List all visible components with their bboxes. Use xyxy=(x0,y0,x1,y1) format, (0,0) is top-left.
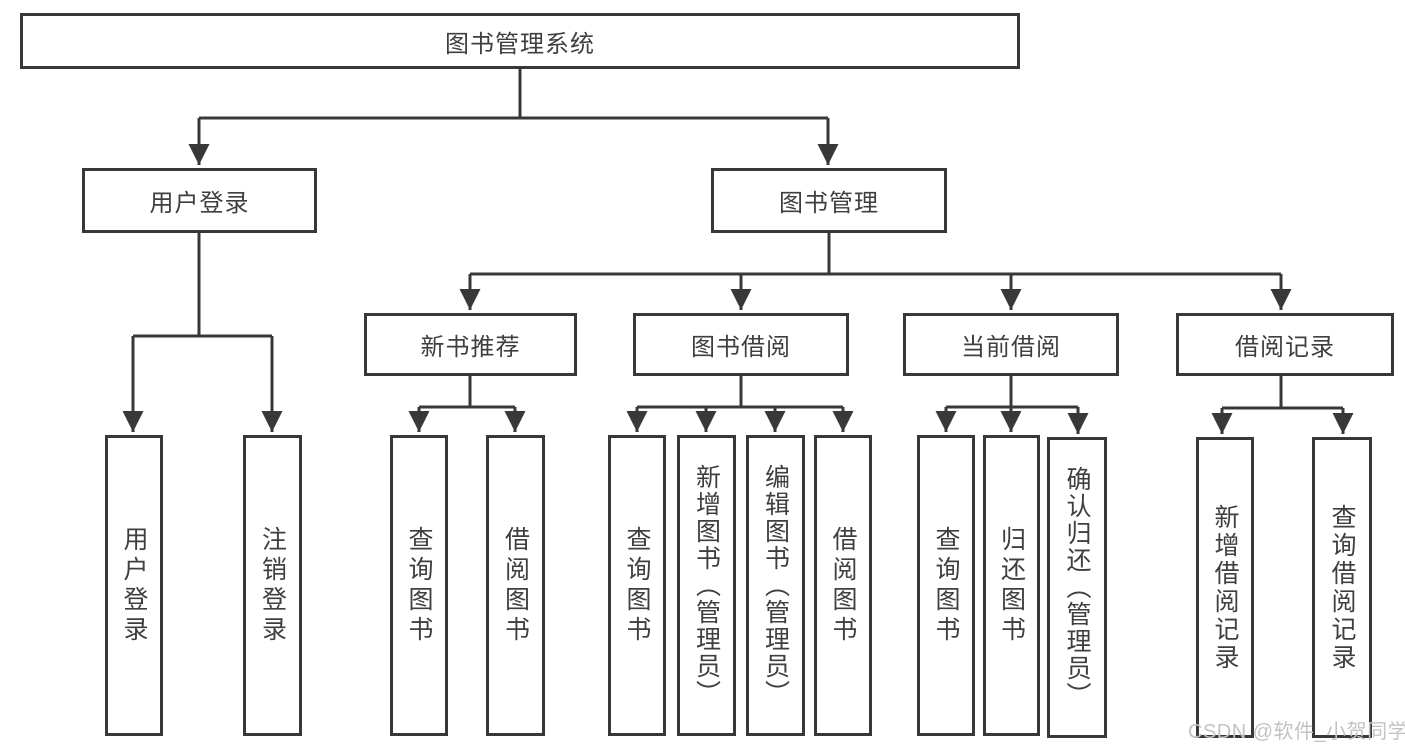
node-current-borrowing: 当前借阅 xyxy=(903,313,1119,376)
leaf-current-query-books: 查询图书 xyxy=(917,435,975,736)
leaf-current-confirm-return-admin: 确认归还（管理员） xyxy=(1047,437,1107,738)
leaf-records-add-borrow-record: 新增借阅记录 xyxy=(1196,437,1254,738)
leaf-borrowing-edit-books-admin: 编辑图书（管理员） xyxy=(746,435,805,736)
leaf-borrowing-query-books: 查询图书 xyxy=(608,435,666,736)
node-borrowing-records: 借阅记录 xyxy=(1176,313,1394,376)
node-new-book-recommend: 新书推荐 xyxy=(364,313,577,376)
node-book-borrowing: 图书借阅 xyxy=(633,313,849,376)
leaf-borrowing-add-books-admin: 新增图书（管理员） xyxy=(677,435,736,736)
node-library-system: 图书管理系统 xyxy=(20,13,1020,69)
leaf-borrowing-borrow-books: 借阅图书 xyxy=(814,435,872,736)
leaf-newrec-query-books: 查询图书 xyxy=(390,435,448,736)
node-book-management: 图书管理 xyxy=(711,168,947,233)
leaf-logout-login: 注销登录 xyxy=(243,435,302,736)
leaf-newrec-borrow-books: 借阅图书 xyxy=(486,435,545,736)
leaf-records-query-borrow-record: 查询借阅记录 xyxy=(1312,437,1372,738)
leaf-user-login: 用户登录 xyxy=(105,435,163,736)
csdn-watermark: CSDN @软件_小贺同学 xyxy=(1188,721,1405,743)
node-user-login: 用户登录 xyxy=(82,168,317,233)
leaf-current-return-books: 归还图书 xyxy=(983,435,1040,736)
